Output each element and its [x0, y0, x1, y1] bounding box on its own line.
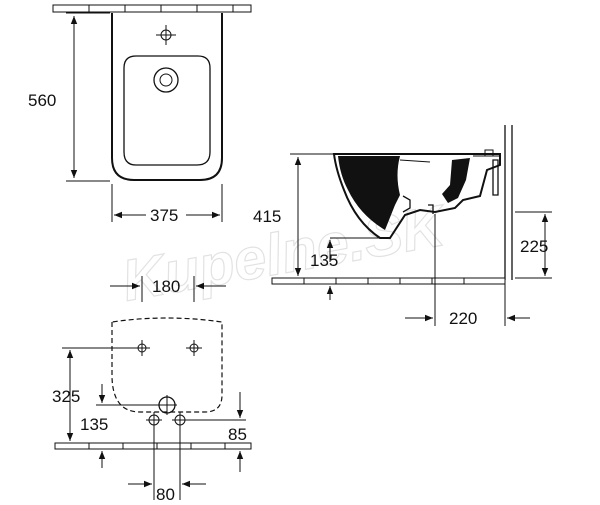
tap-hole	[156, 25, 176, 45]
mounting-view-floor	[54, 442, 252, 450]
dimension-375-label: 375	[150, 206, 178, 225]
dimension-135-side-label: 135	[310, 251, 338, 270]
dimension-220-label: 220	[449, 309, 477, 328]
trap-cut-side	[442, 158, 470, 203]
drain-hole	[153, 67, 179, 93]
dimension-135-side: 135	[310, 237, 380, 300]
dimension-415: 415	[253, 153, 334, 276]
mounting-view: 180 325 135 85 80	[52, 276, 252, 504]
dimension-415-label: 415	[253, 207, 281, 226]
top-view-wall	[52, 4, 252, 13]
top-view: 560 375	[28, 4, 252, 225]
dimension-325: 325	[52, 347, 134, 441]
dimension-225-label: 225	[520, 237, 548, 256]
dimension-375: 375	[111, 184, 223, 225]
dimension-80: 80	[128, 428, 206, 504]
dimension-560-label: 560	[28, 91, 56, 110]
dimension-85: 85	[185, 392, 247, 472]
bowl-cut-side	[338, 156, 400, 230]
side-view-wall	[504, 125, 513, 280]
dimension-135-mount: 135	[80, 384, 157, 468]
bidet-outline-top	[111, 13, 223, 181]
dimension-225: 225	[515, 211, 552, 279]
bowl-outline-top	[123, 55, 211, 166]
dimension-220: 220	[405, 214, 530, 328]
fixing-hole-left	[134, 340, 150, 356]
dimension-85-label: 85	[228, 425, 247, 444]
dimension-560: 560	[28, 12, 110, 182]
dimension-180: 180	[110, 276, 226, 302]
bidet-outline-dashed	[111, 317, 223, 413]
fixing-hole-right	[186, 340, 202, 356]
side-view-floor	[271, 277, 506, 285]
dimension-180-label: 180	[152, 277, 180, 296]
dimension-80-label: 80	[156, 485, 175, 504]
dimension-325-label: 325	[52, 387, 80, 406]
bidet-profile-side	[332, 153, 501, 239]
side-view: 415 135 225 220	[253, 125, 552, 328]
dimension-135-mount-label: 135	[80, 415, 108, 434]
